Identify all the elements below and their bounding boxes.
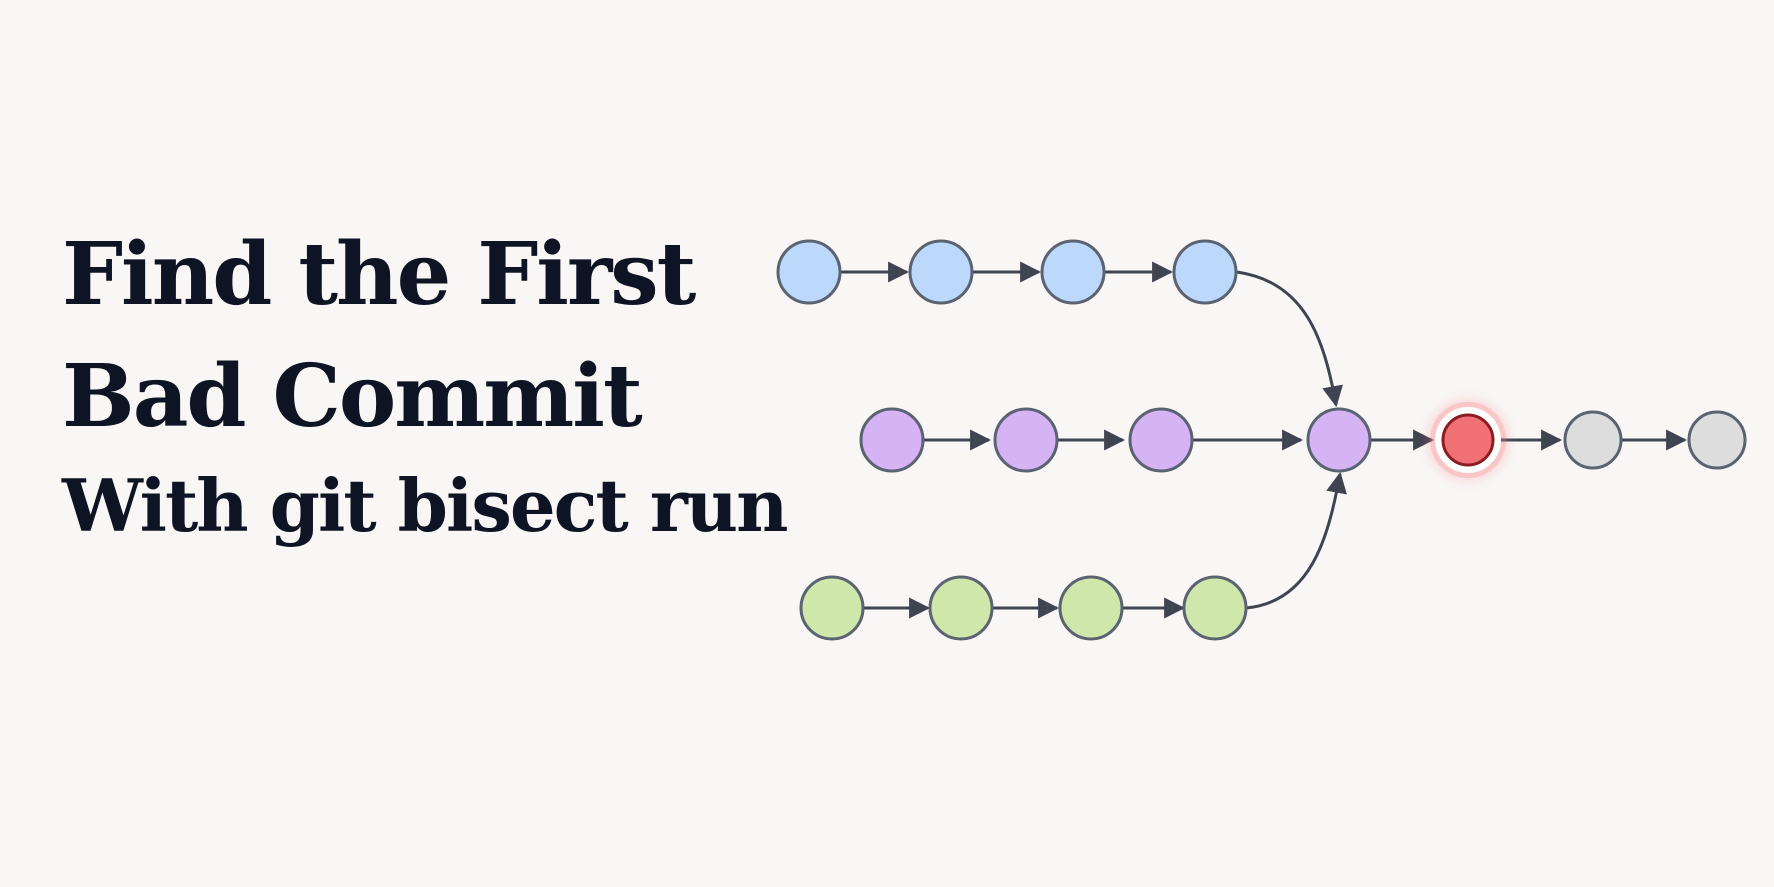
headline-line-3: With git bisect run	[62, 463, 788, 548]
edge-blue-merge	[1236, 270, 1344, 408]
commit-node-green-4	[1182, 575, 1248, 641]
commit-node-green-3	[1058, 575, 1124, 641]
title-block: Find the First Bad Commit With git bisec…	[62, 224, 788, 548]
commit-node-green-2	[928, 575, 994, 641]
edge-group	[841, 261, 1688, 619]
commit-node-blue-2	[908, 239, 974, 305]
commit-node-merge	[1306, 407, 1372, 473]
headline-line-1: Find the First	[62, 224, 696, 325]
commit-node-purple-1	[859, 407, 925, 473]
commit-node-blue-1	[776, 239, 842, 305]
commit-node-blue-3	[1040, 239, 1106, 305]
commit-node-gray-2	[1687, 410, 1747, 470]
commit-node-purple-2	[993, 407, 1059, 473]
edge-green-merge	[1245, 471, 1347, 610]
first-bad-commit-node	[1441, 413, 1495, 467]
commit-node-gray-1	[1563, 410, 1623, 470]
commit-node-purple-3	[1128, 407, 1194, 473]
commit-node-blue-4	[1172, 239, 1238, 305]
node-group	[776, 239, 1747, 641]
headline-line-2: Bad Commit	[62, 346, 643, 447]
commit-node-green-1	[799, 575, 865, 641]
